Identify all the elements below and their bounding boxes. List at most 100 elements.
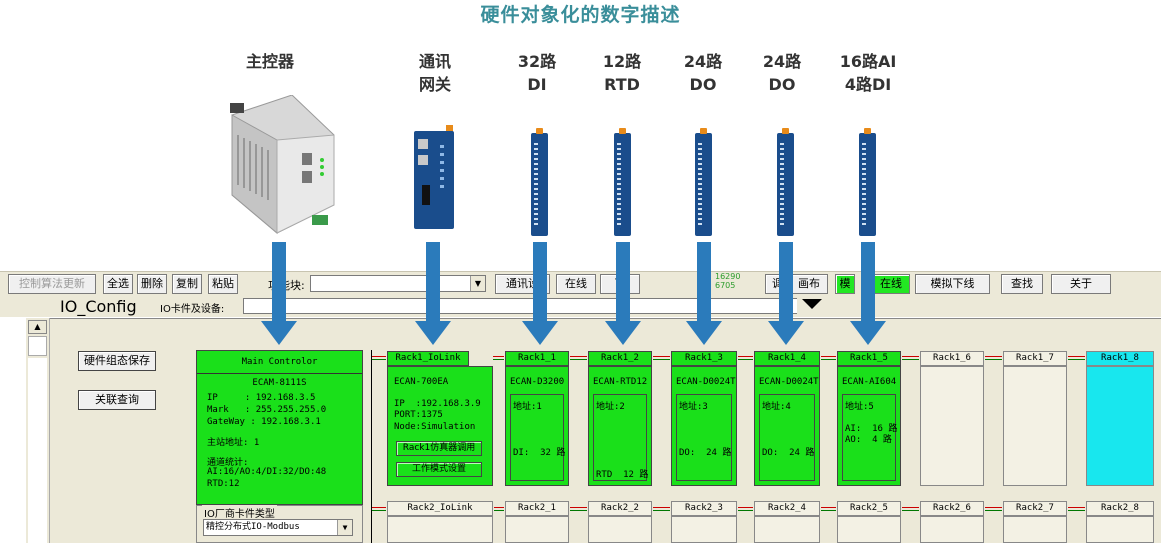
rack2-card[interactable] <box>837 516 901 543</box>
paste-button[interactable]: 粘贴 <box>208 274 238 294</box>
controller-station: 主站地址: 1 <box>207 438 260 448</box>
rack1-8-title[interactable]: Rack1_8 <box>1086 351 1154 366</box>
sim-online-button-label[interactable]: 在线 <box>872 274 910 294</box>
bus-connector <box>570 507 587 513</box>
chevron-down-icon[interactable]: ▼ <box>470 276 485 291</box>
canvas-button[interactable]: 画布 <box>790 274 828 294</box>
iolink-port: PORT:1375 <box>394 410 443 420</box>
rack1-sim-button[interactable]: Rack1仿真器调用 <box>396 441 482 456</box>
divider <box>197 373 362 374</box>
hardware-save-button[interactable]: 硬件组态保存 <box>78 351 156 371</box>
rack1-8-card[interactable] <box>1086 366 1154 486</box>
rack2-4-title[interactable]: Rack2_4 <box>754 501 820 516</box>
sim-download-button[interactable]: 模拟下线 <box>915 274 990 294</box>
rack2-3-title[interactable]: Rack2_3 <box>671 501 737 516</box>
page-title: 硬件对象化的数字描述 <box>480 4 681 26</box>
rack-address: 地址:2 <box>596 402 625 412</box>
arrow-head-icon <box>261 321 297 345</box>
controller-stats-title: 通道统计: <box>207 458 249 468</box>
rack1-4-title[interactable]: Rack1_4 <box>754 351 820 366</box>
io-card-select[interactable] <box>243 298 803 314</box>
vendor-select-value: 精控分布式IO-Modbus <box>206 522 300 532</box>
main-controller-model: ECAM-8111S <box>252 378 307 388</box>
vendor-select[interactable]: 精控分布式IO-Modbus ▼ <box>203 519 353 536</box>
main-controller-title: Main Controlor <box>241 357 318 367</box>
rack2-6-title[interactable]: Rack2_6 <box>920 501 984 516</box>
online-button[interactable]: 在线 <box>556 274 596 294</box>
work-mode-button[interactable]: 工作模式设置 <box>396 462 482 477</box>
arrow-head-icon <box>686 321 722 345</box>
rack2-7-title[interactable]: Rack2_7 <box>1003 501 1067 516</box>
rack2-5-title[interactable]: Rack2_5 <box>837 501 901 516</box>
rack2-card[interactable] <box>920 516 984 543</box>
main-controller-card[interactable]: Main Controlor ECAM-8111S IP : 192.168.3… <box>196 350 363 505</box>
rack2-iolink-title[interactable]: Rack2_IoLink <box>387 501 493 516</box>
rack2-card[interactable] <box>1003 516 1067 543</box>
about-button[interactable]: 关于 <box>1051 274 1111 294</box>
bus-connector <box>902 356 919 362</box>
iolink-model: ECAN-700EA <box>394 377 449 387</box>
do-module-image-b <box>777 128 794 236</box>
rack2-8-title[interactable]: Rack2_8 <box>1086 501 1154 516</box>
scroll-track[interactable] <box>28 358 47 543</box>
arrow-head-icon <box>522 321 558 345</box>
rack2-card[interactable] <box>505 516 569 543</box>
scroll-up-icon[interactable]: ▲ <box>28 320 47 334</box>
dropdown-triangle-icon[interactable] <box>797 296 827 314</box>
controller-mask: Mark : 255.255.255.0 <box>207 405 327 415</box>
module-select[interactable]: ▼ <box>310 275 486 292</box>
bus-connector <box>372 507 386 513</box>
rack-channels: AI: 16 路 <box>845 424 898 434</box>
copy-button[interactable]: 复制 <box>172 274 202 294</box>
bus-connector <box>821 507 836 513</box>
controller-ip: IP : 192.168.3.5 <box>207 393 316 403</box>
rack1-1-title[interactable]: Rack1_1 <box>505 351 569 366</box>
rack1-6-card[interactable] <box>920 366 984 486</box>
device-label-do24-b: 24路 DO <box>762 52 802 94</box>
rack1-2-title[interactable]: Rack1_2 <box>588 351 652 366</box>
bus-connector <box>985 507 1002 513</box>
rack1-iolink-title[interactable]: Rack1_IoLink <box>387 351 469 366</box>
scroll-thumb[interactable] <box>28 336 47 356</box>
rack2-card[interactable] <box>387 516 493 543</box>
rack-channels: DI: 32 路 <box>513 448 566 458</box>
bus-connector <box>738 507 753 513</box>
find-button[interactable]: 查找 <box>1001 274 1043 294</box>
rack2-card[interactable] <box>588 516 652 543</box>
status-line-1: 16290 <box>715 272 741 281</box>
rack2-1-title[interactable]: Rack2_1 <box>505 501 569 516</box>
bus-connector <box>985 356 1002 362</box>
bus-connector <box>738 356 753 362</box>
bus-connector <box>653 507 670 513</box>
rack1-3-title[interactable]: Rack1_3 <box>671 351 737 366</box>
arrow-icon <box>426 242 440 322</box>
algo-update-button[interactable]: 控制算法更新 <box>8 274 96 294</box>
rack2-card[interactable] <box>1086 516 1154 543</box>
rack2-card[interactable] <box>754 516 820 543</box>
sim-online-button[interactable]: 模 <box>835 274 855 294</box>
rack-channels: DO: 24 路 <box>762 448 815 458</box>
link-query-button[interactable]: 关联查询 <box>78 390 156 410</box>
status-readout: 16290 6705 <box>715 272 740 290</box>
arrow-icon <box>272 242 286 322</box>
chevron-down-icon[interactable]: ▼ <box>337 520 352 535</box>
di-module-image <box>531 128 548 236</box>
delete-button[interactable]: 删除 <box>137 274 167 294</box>
vendor-group-label: IO厂商卡件类型 <box>202 505 277 520</box>
select-all-button[interactable]: 全选 <box>103 274 133 294</box>
rack1-7-title[interactable]: Rack1_7 <box>1003 351 1067 366</box>
arrow-icon <box>779 242 793 322</box>
rack1-6-title[interactable]: Rack1_6 <box>920 351 984 366</box>
rack1-5-title[interactable]: Rack1_5 <box>837 351 901 366</box>
vertical-scrollbar[interactable]: ▲ <box>26 318 50 543</box>
rack2-2-title[interactable]: Rack2_2 <box>588 501 652 516</box>
rack1-7-card[interactable] <box>1003 366 1067 486</box>
rack2-card[interactable] <box>671 516 737 543</box>
rack-address: 地址:5 <box>845 402 874 412</box>
